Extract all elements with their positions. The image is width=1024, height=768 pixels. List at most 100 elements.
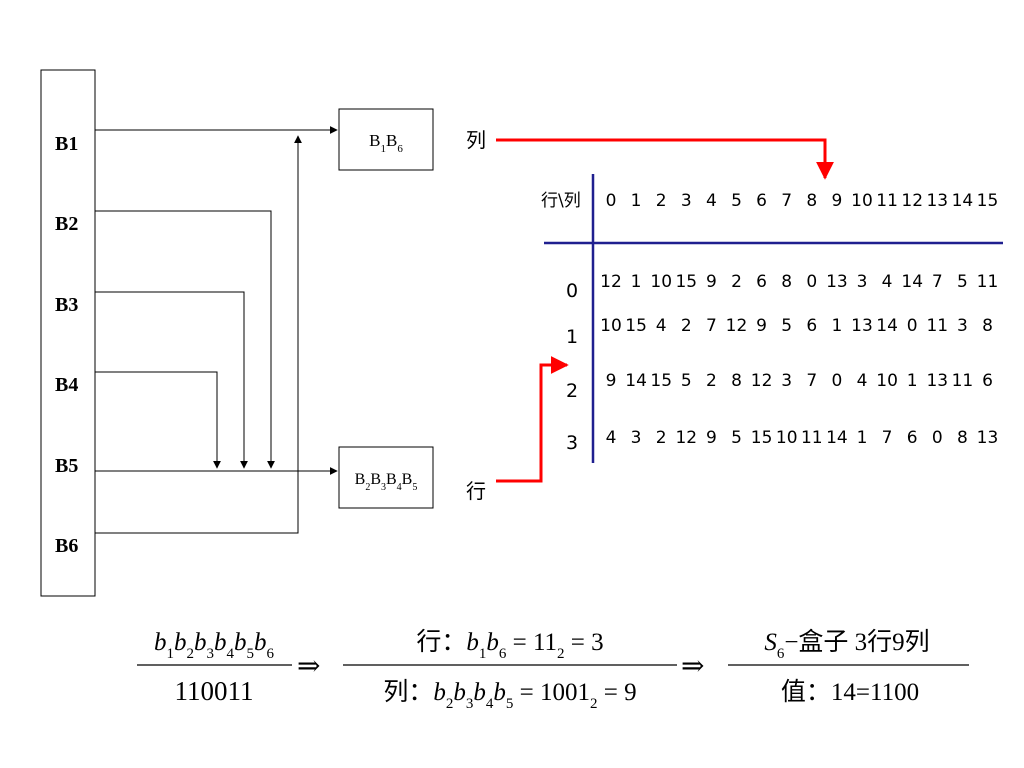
bit-label-b4: B4 xyxy=(55,374,78,396)
table-cell: 4 xyxy=(656,316,667,336)
bit-label-b5: B5 xyxy=(55,455,78,477)
table-cell: 6 xyxy=(756,272,767,292)
table-cell: 11 xyxy=(926,316,948,336)
bit-block xyxy=(40,69,96,597)
column-header: 8 xyxy=(806,191,817,211)
table-cell: 5 xyxy=(957,272,968,292)
b4-line xyxy=(95,371,221,469)
column-arrow xyxy=(496,138,834,180)
table-cell: 8 xyxy=(982,316,993,336)
table-cell: 9 xyxy=(606,371,617,391)
fraction-result-numerator: S6−盒子 3行9列 xyxy=(764,628,929,662)
table-cell: 12 xyxy=(600,272,622,292)
table-cell: 0 xyxy=(907,316,918,336)
column-header: 15 xyxy=(977,191,999,211)
table-cell: 6 xyxy=(806,316,817,336)
table-cell: 11 xyxy=(952,371,974,391)
table-cell: 2 xyxy=(656,428,667,448)
table-cell: 1 xyxy=(907,371,918,391)
table-cell: 14 xyxy=(901,272,923,292)
table-cell: 9 xyxy=(706,428,717,448)
formula: b1b2b3b4b5b6 110011 ⇒ 行：b1b6 = 112 = 3 列… xyxy=(137,628,969,712)
b2b3b4b5-label: B2B3B4B5 xyxy=(355,471,418,493)
table-cell: 0 xyxy=(806,272,817,292)
fraction-result: S6−盒子 3行9列 值：14=1100 xyxy=(728,628,969,706)
bit-label-b1: B1 xyxy=(55,133,78,155)
table-cell: 4 xyxy=(882,272,893,292)
table-cell: 12 xyxy=(726,316,748,336)
table-corner-label: 行\列 xyxy=(541,191,581,211)
table-cell: 15 xyxy=(625,316,647,336)
bit-routing xyxy=(95,126,338,534)
table-cell: 7 xyxy=(706,316,717,336)
row-header: 1 xyxy=(566,326,578,348)
table-cell: 10 xyxy=(600,316,622,336)
column-header: 12 xyxy=(901,191,923,211)
column-header: 2 xyxy=(656,191,667,211)
fraction-bits: b1b2b3b4b5b6 110011 xyxy=(137,629,292,706)
table-cell: 14 xyxy=(876,316,898,336)
table-cell: 7 xyxy=(882,428,893,448)
table-cell: 4 xyxy=(857,371,868,391)
table-cell: 15 xyxy=(675,272,697,292)
table-cell: 8 xyxy=(731,371,742,391)
row-header: 2 xyxy=(566,380,578,402)
table-cell: 12 xyxy=(751,371,773,391)
table-cell: 11 xyxy=(801,428,823,448)
b2b3b4b5-box xyxy=(338,446,434,509)
table-cell: 10 xyxy=(650,272,672,292)
table-cell: 5 xyxy=(731,428,742,448)
table-cell: 8 xyxy=(957,428,968,448)
column-header: 4 xyxy=(706,191,717,211)
table-cell: 8 xyxy=(781,272,792,292)
fraction-bits-denominator: 110011 xyxy=(175,676,254,706)
table-cell: 1 xyxy=(631,272,642,292)
table-cell: 3 xyxy=(631,428,642,448)
row-header: 3 xyxy=(566,432,578,454)
implies-symbol-2: ⇒ xyxy=(681,651,704,682)
table-cell: 1 xyxy=(831,316,842,336)
b1b6-label: B1B6 xyxy=(369,131,403,155)
column-header: 3 xyxy=(681,191,692,211)
table-cell: 3 xyxy=(857,272,868,292)
table-cell: 7 xyxy=(806,371,817,391)
table-cell: 14 xyxy=(625,371,647,391)
table-cell: 3 xyxy=(781,371,792,391)
table-cell: 9 xyxy=(706,272,717,292)
row-arrow xyxy=(496,356,569,483)
table-cell: 12 xyxy=(675,428,697,448)
column-header: 7 xyxy=(781,191,792,211)
b3-line xyxy=(95,291,248,469)
column-header: 5 xyxy=(731,191,742,211)
column-header: 14 xyxy=(952,191,974,211)
fraction-row-col: 行：b1b6 = 112 = 3 列：b2b3b4b5 = 10012 = 9 xyxy=(343,628,677,712)
table-cell: 15 xyxy=(650,371,672,391)
table-cell: 5 xyxy=(681,371,692,391)
fraction-bits-numerator: b1b2b3b4b5b6 xyxy=(154,629,275,662)
table-cell: 0 xyxy=(831,371,842,391)
bit-label-b2: B2 xyxy=(55,213,78,235)
table-cell: 11 xyxy=(977,272,999,292)
b1b6-box xyxy=(338,108,434,171)
table-cell: 7 xyxy=(932,272,943,292)
table-cell: 13 xyxy=(826,272,848,292)
column-header: 9 xyxy=(831,191,842,211)
table-cell: 6 xyxy=(907,428,918,448)
fraction-col-denominator: 列：b2b3b4b5 = 10012 = 9 xyxy=(383,678,636,712)
bit-label-b3: B3 xyxy=(55,294,78,316)
table-cell: 5 xyxy=(781,316,792,336)
column-header: 10 xyxy=(851,191,873,211)
table-cell: 6 xyxy=(982,371,993,391)
table-cell: 13 xyxy=(977,428,999,448)
table-cell: 10 xyxy=(876,371,898,391)
table-cell: 10 xyxy=(776,428,798,448)
column-header: 1 xyxy=(631,191,642,211)
bit-labels: B1 B2 B3 B4 B5 B6 xyxy=(55,133,78,557)
table-cell: 3 xyxy=(957,316,968,336)
column-header: 11 xyxy=(876,191,898,211)
